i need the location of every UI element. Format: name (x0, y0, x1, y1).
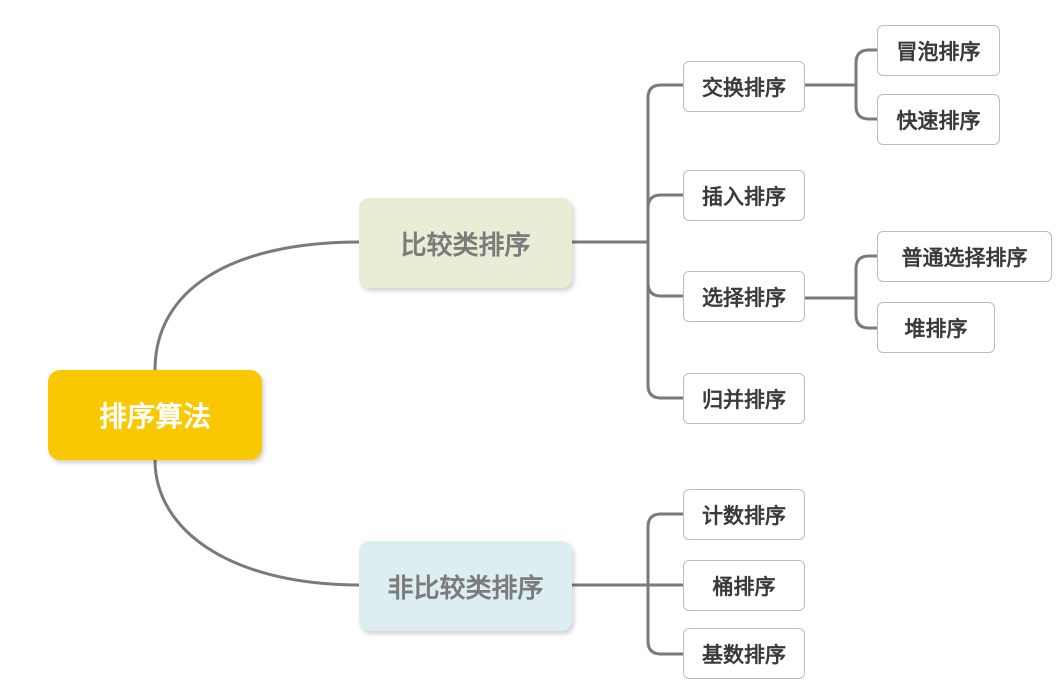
selection-sort-label: 选择排序 (702, 285, 786, 310)
heap-sort-node[interactable]: 堆排序 (877, 302, 995, 353)
simple-selection-sort-label: 普通选择排序 (901, 245, 1028, 270)
link-to-selection (646, 240, 685, 298)
link-to-insertion (646, 193, 685, 244)
merge-sort-label: 归并排序 (702, 387, 786, 412)
link-to-counting (646, 512, 685, 587)
insertion-sort-node[interactable]: 插入排序 (683, 170, 805, 221)
link-to-quick (854, 83, 879, 121)
non-comparison-sort-node[interactable]: 非比较类排序 (359, 541, 572, 631)
root-label: 排序算法 (98, 400, 211, 433)
bucket-sort-label: 桶排序 (712, 574, 776, 599)
link-to-bubble (854, 48, 879, 87)
quick-sort-node[interactable]: 快速排序 (877, 94, 1000, 145)
counting-sort-node[interactable]: 计数排序 (683, 489, 805, 540)
selection-sort-node[interactable]: 选择排序 (683, 271, 805, 322)
simple-selection-sort-node[interactable]: 普通选择排序 (877, 231, 1052, 282)
merge-sort-node[interactable]: 归并排序 (683, 373, 805, 424)
link-to-merge (646, 281, 685, 400)
link-to-simple-selection (854, 254, 879, 300)
bubble-sort-label: 冒泡排序 (896, 39, 981, 64)
link-to-radix (646, 583, 685, 656)
link-to-heap (854, 296, 879, 330)
counting-sort-label: 计数排序 (702, 503, 786, 528)
radix-sort-node[interactable]: 基数排序 (683, 628, 805, 679)
non-comparison-sort-label: 非比较类排序 (387, 573, 544, 604)
comparison-sort-node[interactable]: 比较类排序 (359, 198, 572, 288)
link-to-exchange (646, 83, 685, 244)
bucket-sort-node[interactable]: 桶排序 (683, 560, 805, 611)
link-root-non-comparison (153, 458, 362, 587)
bubble-sort-node[interactable]: 冒泡排序 (877, 25, 1000, 76)
heap-sort-label: 堆排序 (904, 316, 968, 341)
comparison-sort-label: 比较类排序 (400, 230, 531, 261)
quick-sort-label: 快速排序 (896, 108, 981, 133)
radix-sort-label: 基数排序 (702, 642, 786, 667)
insertion-sort-label: 插入排序 (702, 184, 786, 209)
exchange-sort-node[interactable]: 交换排序 (683, 61, 805, 112)
root-node[interactable]: 排序算法 (48, 370, 262, 460)
link-root-comparison (153, 240, 362, 372)
exchange-sort-label: 交换排序 (702, 75, 786, 100)
